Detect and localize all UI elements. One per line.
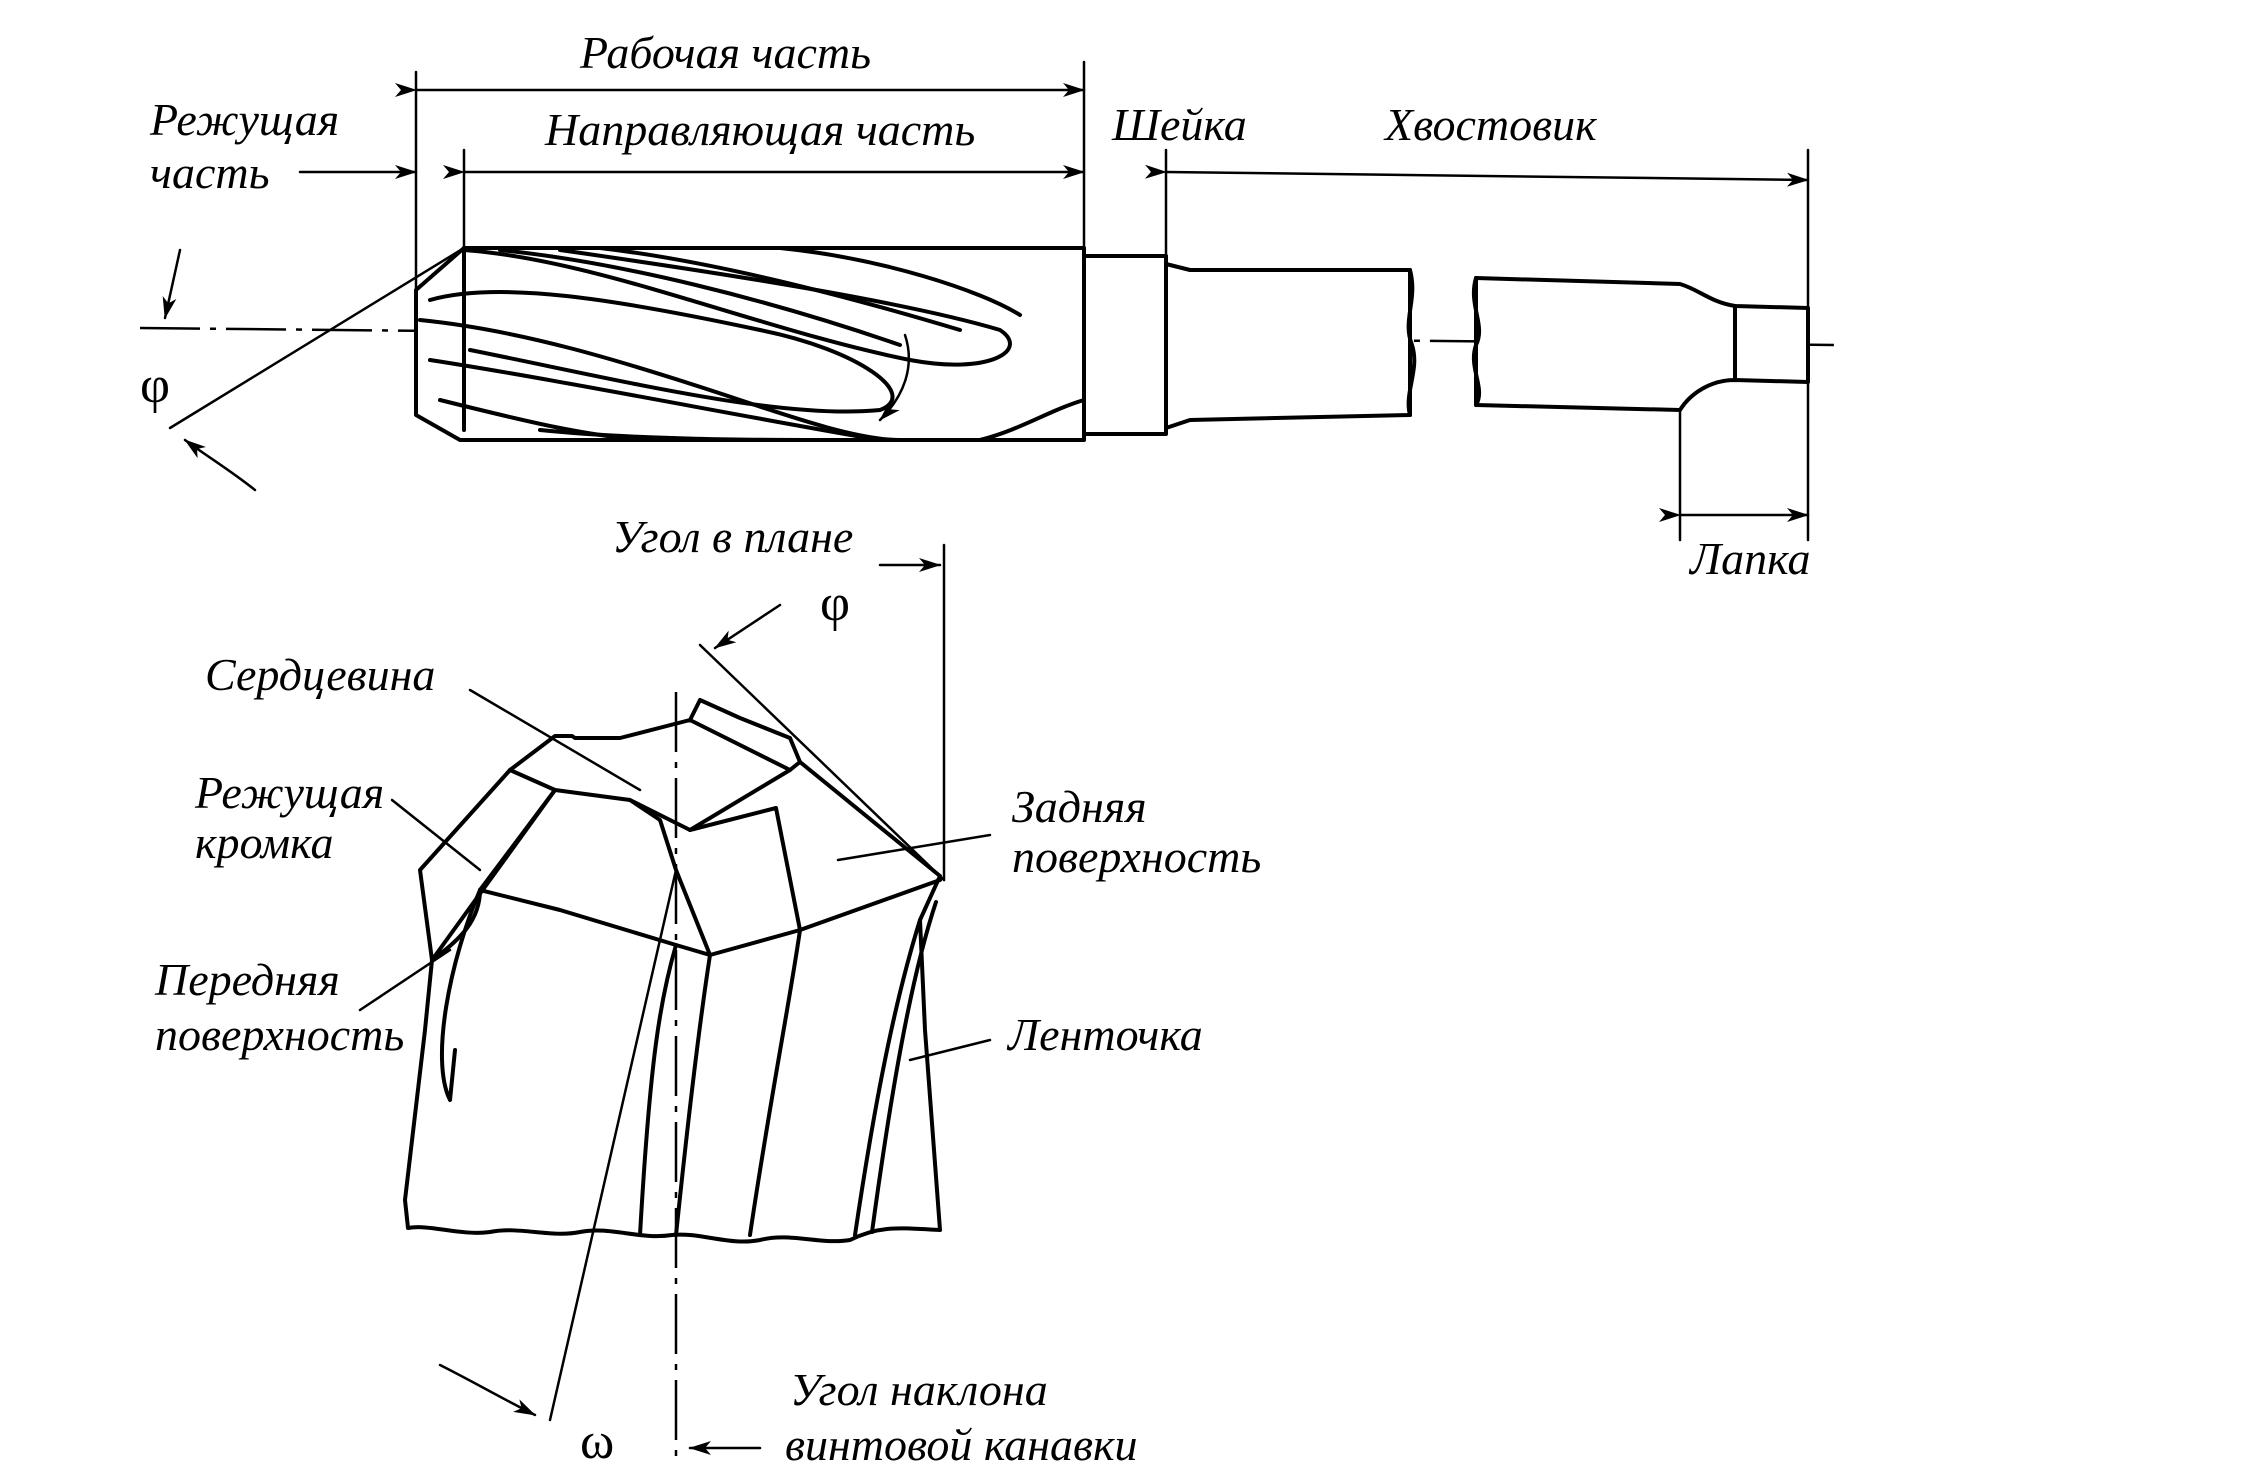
flank-face-label-1: Задняя: [1012, 781, 1147, 832]
cutting-part-label-1: Режущая: [149, 94, 339, 145]
reamer-side-view: φ Рабочая часть Режущая часть Направляющ…: [139, 27, 1841, 584]
phi-top-label: φ: [140, 357, 170, 414]
neck-body: [1082, 254, 1168, 436]
core-label: Сердцевина: [205, 649, 435, 700]
omega-label: ω: [580, 1413, 614, 1464]
helical-flutes: [418, 246, 1086, 442]
land-label: Ленточка: [1006, 1009, 1203, 1060]
shank-body-right: [1474, 276, 1810, 412]
neck-label: Шейка: [1111, 99, 1247, 150]
plan-angle-label: Угол в плане: [612, 511, 853, 562]
tooth-outline: [403, 718, 942, 1244]
guiding-part-label: Направляющая часть: [544, 104, 975, 155]
cutting-edge-label-1: Режущая: [194, 767, 384, 818]
cutting-part-label-2: часть: [150, 147, 270, 198]
tang-label: Лапка: [1688, 533, 1811, 584]
flank-face-label-2: поверхность: [1012, 831, 1261, 882]
rake-face-label-1: Передняя: [154, 954, 340, 1005]
shank-label: Хвостовик: [1383, 99, 1597, 150]
helix-angle-label-2: винтовой канавки: [785, 1419, 1138, 1464]
rake-face-label-2: поверхность: [155, 1009, 404, 1060]
phi-bottom-label: φ: [820, 575, 850, 632]
dim-shank: [1144, 164, 1810, 187]
tooth-detail-view: ω φ Угол в плане Сердцевина Режущая кром…: [154, 511, 1261, 1464]
cutting-edge-label-2: кромка: [195, 817, 334, 868]
shank-body-left: [1164, 262, 1412, 430]
helix-angle-label-1: Угол наклона: [790, 1364, 1048, 1415]
working-part-label: Рабочая часть: [579, 27, 871, 78]
